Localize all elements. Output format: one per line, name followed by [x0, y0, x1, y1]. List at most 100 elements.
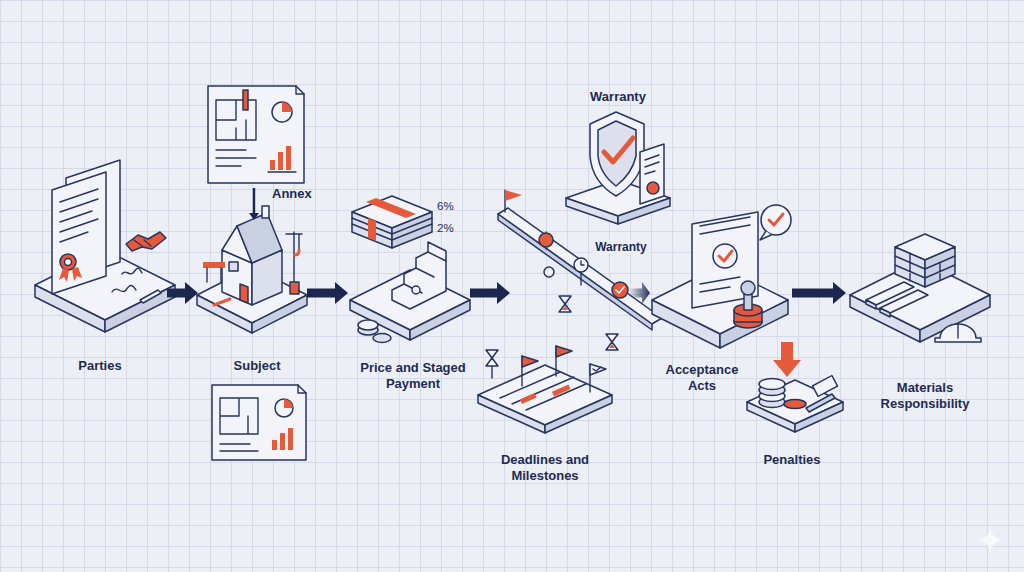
materials-illustration-part — [895, 253, 955, 281]
parties-illustration — [35, 160, 175, 332]
parties-illustration-part — [60, 254, 76, 270]
acceptance-illustration-part — [700, 217, 750, 234]
price-illustration-part — [410, 300, 470, 340]
deadlines-illustration-part — [486, 350, 498, 366]
lower-document-part — [272, 440, 277, 450]
penalties-illustration-part — [812, 376, 837, 397]
deadlines-illustration-part — [616, 287, 624, 293]
warranty-illustration-part — [598, 121, 636, 186]
warranty-illustration-part — [640, 144, 664, 204]
warranty-illustration-part — [645, 155, 659, 174]
deadlines-illustration-part — [559, 296, 571, 312]
subject-illustration-part — [203, 262, 225, 268]
annex-document-part — [216, 100, 256, 140]
lower-document-part — [275, 399, 293, 417]
flow-arrow — [307, 282, 348, 304]
parties-illustration-part — [52, 172, 106, 294]
subject-illustration-part — [295, 250, 299, 255]
penalties-illustration-part — [784, 400, 806, 409]
annex-document-part — [282, 102, 292, 112]
subject-illustration-part — [237, 213, 282, 263]
acceptance-illustration — [652, 205, 791, 348]
penalties-illustration-part — [773, 342, 801, 377]
annex-document — [208, 86, 304, 183]
materials-illustration-part — [866, 300, 876, 309]
subject-illustration-part — [290, 282, 299, 294]
parties-illustration-part — [65, 259, 72, 266]
parties-illustration-part — [126, 232, 166, 251]
price-illustration — [350, 196, 470, 343]
flow-arrow — [249, 188, 259, 220]
percent-label: 6% — [437, 199, 454, 213]
stage-label: Deadlines and Milestones — [486, 452, 604, 484]
price-stage: Price and Staged Payment — [350, 195, 468, 340]
parties-stage: Parties — [35, 165, 165, 330]
lower-document-part — [220, 398, 258, 434]
price-illustration-part — [352, 218, 432, 240]
price-illustration-part — [352, 212, 392, 248]
parties-illustration-part — [140, 290, 161, 303]
deadlines-illustration-part — [556, 346, 572, 357]
materials-illustration-part — [957, 324, 958, 338]
subject-illustration — [197, 206, 307, 333]
parties-illustration-part — [134, 240, 151, 246]
price-illustration-part — [392, 242, 446, 309]
deadlines-illustration-part — [478, 365, 612, 425]
annex-document-part — [216, 150, 296, 172]
stage-label: Materials Responsibility — [865, 380, 985, 412]
acceptance-illustration-part — [719, 251, 732, 261]
price-illustration-part — [368, 218, 376, 241]
deadlines-illustration-part — [581, 261, 584, 265]
annex-document-part — [286, 146, 291, 170]
warranty-illustration-part — [647, 182, 659, 194]
parties-illustration-part — [112, 268, 142, 292]
acceptance-illustration-part — [652, 300, 720, 348]
flow-arrow — [167, 282, 198, 304]
stage-label: Parties — [40, 358, 160, 374]
deadlines-illustration-part — [609, 344, 615, 348]
stage-label: Warranty — [568, 89, 668, 105]
acceptance-illustration-part — [760, 231, 771, 240]
lower-document-part — [220, 444, 258, 451]
subject-illustration-part — [207, 268, 221, 282]
materials-illustration — [850, 234, 990, 342]
lower-document-part — [288, 428, 293, 450]
deadlines-illustration-part — [612, 282, 628, 298]
acceptance-illustration-part — [692, 212, 758, 308]
deadlines-illustration-part — [505, 190, 522, 201]
subject-illustration-part — [262, 206, 269, 218]
deadlines-illustration-part — [522, 356, 538, 367]
warranty-illustration-part — [566, 198, 618, 224]
annex-document-part — [208, 86, 304, 183]
deadlines-illustration-part — [593, 367, 601, 371]
acceptance-stage: Acceptance Acts — [652, 208, 790, 350]
deadlines-illustration-part — [580, 272, 581, 285]
parties-illustration-part — [59, 267, 82, 282]
deadlines-illustration-part — [498, 214, 652, 330]
flow-arrow — [470, 282, 510, 304]
parties-illustration-part — [105, 285, 175, 332]
lower-document-part — [280, 433, 285, 450]
materials-illustration-part — [920, 295, 990, 342]
percent-label: 2% — [437, 221, 454, 235]
materials-illustration-part — [880, 308, 890, 317]
materials-illustration-part — [880, 290, 928, 313]
warranty-illustration-part — [604, 138, 633, 162]
penalties-illustration-part — [806, 394, 835, 412]
subject-illustration-part — [214, 299, 230, 305]
flow-arrow — [630, 282, 650, 304]
lower-document-part — [212, 385, 306, 460]
annex-document-part — [243, 90, 248, 110]
stage-label: Subject — [197, 358, 317, 374]
price-illustration-part — [404, 252, 446, 293]
stage-label: Annex — [272, 186, 332, 202]
penalties-stage: Penalties — [745, 342, 840, 434]
deadlines-illustration-part — [574, 258, 588, 272]
stage-label: Penalties — [742, 452, 842, 468]
watermark-sparkle-part — [978, 528, 1002, 552]
penalties-illustration-part — [759, 379, 785, 390]
acceptance-illustration-part — [720, 300, 788, 348]
